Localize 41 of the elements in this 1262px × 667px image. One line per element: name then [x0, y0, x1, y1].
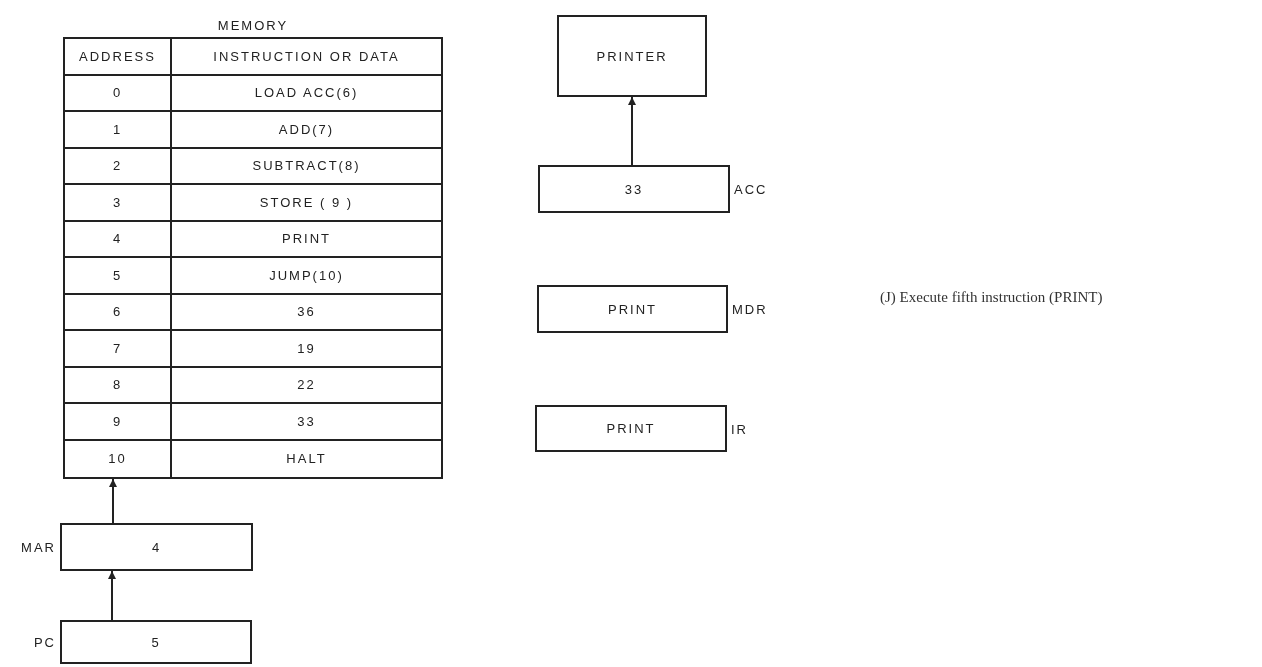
table-cell: 19 — [172, 331, 441, 368]
column-header: INSTRUCTION OR DATA — [172, 39, 441, 76]
register-label: IR — [731, 421, 748, 436]
table-cell: 6 — [65, 294, 172, 331]
register-label: MDR — [732, 301, 768, 317]
table-cell: SUBTRACT(8) — [172, 148, 441, 185]
table-cell: 3 — [65, 185, 172, 222]
register-value: 5 — [151, 634, 161, 650]
table-cell: ADD(7) — [172, 112, 441, 149]
table-cell: PRINT — [172, 221, 441, 258]
table-cell: 33 — [172, 404, 441, 441]
register-value: PRINTER — [596, 48, 668, 64]
table-cell: 1 — [65, 112, 172, 149]
column-header: ADDRESS — [65, 39, 172, 76]
register-value: PRINT — [606, 421, 656, 436]
table-cell: STORE ( 9 ) — [172, 185, 441, 222]
register-label: MAR — [21, 539, 56, 555]
table-cell: 8 — [65, 367, 172, 404]
register-label: ACC — [734, 181, 768, 197]
register-value: 33 — [624, 181, 644, 197]
register-value: PRINT — [608, 301, 657, 317]
table-cell: 4 — [65, 221, 172, 258]
table-cell-text: HALT — [285, 450, 328, 469]
table-cell: 0 — [65, 75, 172, 112]
arrow — [108, 570, 116, 621]
caption: (J) Execute fifth instruction (PRINT) — [880, 289, 1103, 306]
table-cell: 7 — [65, 331, 172, 368]
table-cell: JUMP(10) — [172, 258, 441, 295]
table-cell: 10 — [65, 440, 172, 477]
table-cell: 22 — [172, 367, 441, 404]
register-value: 4 — [151, 539, 162, 555]
table-cell: 2 — [65, 148, 172, 185]
register-box — [557, 15, 707, 97]
table-cell: LOAD ACC(6) — [172, 75, 441, 112]
memory-title: MEMORY — [217, 18, 289, 33]
table-cell: 36 — [172, 294, 441, 331]
table-cell: 5 — [65, 258, 172, 295]
table-cell: 9 — [65, 404, 172, 441]
register-label: PC — [33, 634, 56, 650]
arrow — [628, 96, 636, 166]
arrow — [109, 478, 117, 524]
